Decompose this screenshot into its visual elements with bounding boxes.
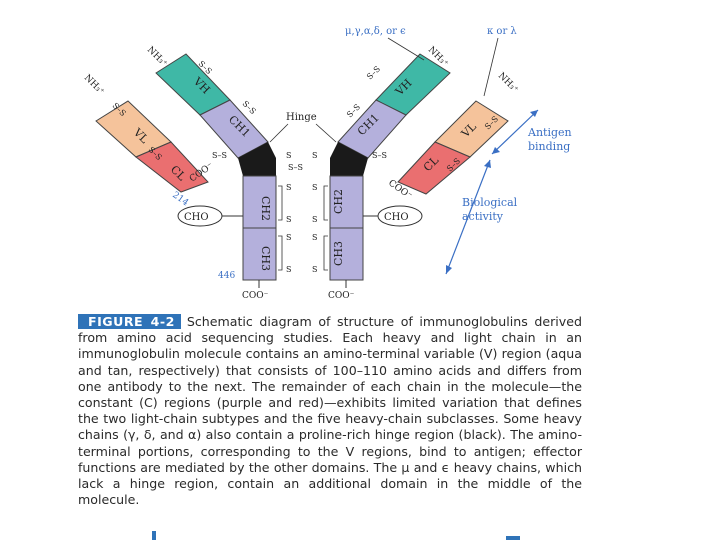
biological-activity-arrowhead-top: [484, 160, 491, 168]
hinge-pointer-left: [269, 123, 289, 143]
light-chain-types-pointer: [483, 37, 499, 97]
left-ch3-bracket: [278, 235, 283, 271]
left-heavy-chain-fab: VH CH1 NH₃⁺ S–S S–S: [145, 45, 269, 159]
right-light-chain: VL CL NH₃⁺ S–S S–S COO⁻ S–S: [372, 71, 520, 202]
right-coo-heavy-label: COO⁻: [328, 291, 355, 301]
heavy-chain-types-pointer: [387, 37, 425, 61]
left-cho-label: CHO: [184, 212, 209, 223]
right-ch3-label: CH3: [332, 241, 345, 266]
left-hinge: [238, 142, 276, 176]
antigen-binding-arrowhead-top: [530, 110, 538, 117]
hinge-disulfide-bonds: S S S–S: [286, 151, 317, 172]
heavy-chain-types-label: μ,γ,α,δ, or ϵ: [345, 26, 406, 37]
right-hinge: [330, 142, 368, 176]
left-light-chain: VL CL NH₃⁺ S–S S–S COO⁻ 214 S–S: [82, 73, 227, 208]
hinge-s-right-1: S: [312, 151, 317, 160]
right-light-nh3-label: NH₃⁺: [496, 71, 520, 95]
left-light-interchain-ss: S–S: [212, 151, 227, 160]
left-ch3-ss-top: S: [286, 233, 291, 242]
right-cho-label: CHO: [384, 212, 409, 223]
right-ch2-ss-top: S: [312, 183, 317, 192]
right-heavy-chain-fab: VH CH1 NH₃⁺ S–S S–S: [337, 45, 451, 159]
left-heavy-ss2-label: S–S: [241, 99, 258, 116]
left-ch2-ss-top: S: [286, 183, 291, 192]
right-ch3-domain: [329, 227, 364, 281]
left-ch3-ss-bottom: S: [286, 265, 291, 274]
light-chain-types-label: κ or λ: [487, 26, 517, 37]
antigen-binding-label-line2: binding: [528, 140, 570, 153]
bottom-left-mark: [152, 531, 156, 540]
left-ch2-domain: [242, 175, 277, 229]
right-cl-domain: [397, 141, 471, 195]
left-light-nh3-label: NH₃⁺: [82, 73, 106, 97]
biological-activity-arrow: [445, 159, 491, 275]
right-light-interchain-ss: S–S: [372, 151, 387, 160]
left-ch2-label: CH2: [259, 196, 272, 221]
left-heavy-nh3-label: NH₃⁺: [145, 45, 169, 69]
residue-214-label: 214: [170, 190, 190, 208]
hinge-s-left-1: S: [286, 151, 291, 160]
right-ch3-ss-top: S: [312, 233, 317, 242]
biological-activity-annotation: Biological activity: [445, 159, 518, 275]
hinge-pointer-right: [315, 123, 337, 143]
residue-446-label: 446: [218, 271, 235, 281]
left-cl-domain: [135, 141, 209, 193]
left-ch2-ss-bottom: S: [286, 215, 291, 224]
left-ch3-label: CH3: [259, 246, 272, 271]
figure-caption-text: Schematic diagram of structure of immuno…: [78, 314, 582, 508]
antigen-binding-label-line1: Antigen: [527, 126, 572, 139]
biological-activity-arrowhead-bottom: [446, 265, 452, 274]
right-heavy-ss-label: S–S: [365, 64, 382, 81]
right-ch2-domain: [329, 175, 364, 229]
carbohydrate-groups: CHO CHO: [177, 205, 423, 227]
left-ch2-bracket: [278, 185, 283, 221]
right-ch3-bracket: [323, 235, 328, 271]
antigen-binding-annotation: Antigen binding: [491, 109, 572, 155]
antigen-binding-arrowhead-bottom: [492, 147, 500, 154]
bottom-right-mark: [506, 536, 520, 540]
biological-activity-label-line1: Biological: [462, 196, 518, 209]
fc-region: CH2 CH3 CH2 CH3 S S S S S S S S COO⁻ COO…: [218, 175, 364, 301]
right-ch2-ss-bottom: S: [312, 215, 317, 224]
right-ch3-ss-bottom: S: [312, 265, 317, 274]
figure-label: FIGURE 4-2: [78, 314, 181, 329]
hinge-label: Hinge: [286, 112, 317, 123]
hinge-ss-pair-1: S–S: [288, 163, 303, 172]
immunoglobulin-diagram: VL CL NH₃⁺ S–S S–S COO⁻ 214 S–S VH CH1 N…: [82, 26, 572, 301]
antigen-binding-arrow: [491, 109, 539, 155]
right-ch2-bracket: [323, 185, 328, 221]
right-heavy-ss2-label: S–S: [345, 102, 362, 119]
right-ch2-label: CH2: [332, 189, 345, 214]
left-ch3-domain: [242, 227, 277, 281]
left-coo-heavy-label: COO⁻: [242, 291, 269, 301]
biological-activity-label-line2: activity: [462, 210, 504, 223]
